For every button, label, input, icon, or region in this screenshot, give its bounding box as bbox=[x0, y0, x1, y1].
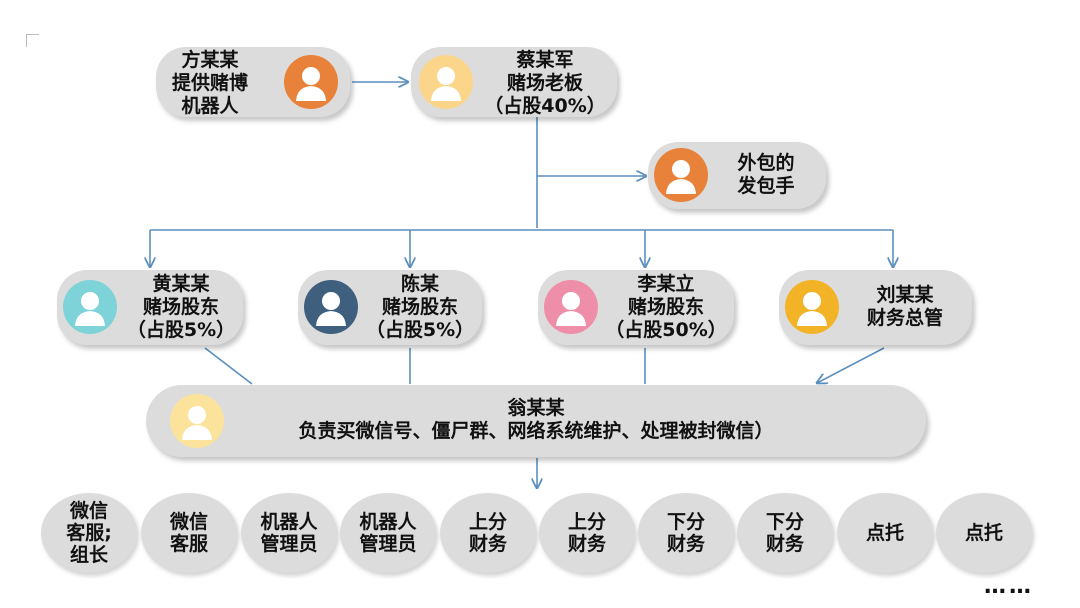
person-avatar-icon bbox=[170, 394, 224, 448]
text-line: 提供赌博 bbox=[171, 72, 248, 94]
staff-circle: 上分 财务 bbox=[440, 493, 536, 573]
text-line: 发包手 bbox=[737, 175, 795, 197]
staff-circle: 下分 财务 bbox=[638, 493, 734, 573]
text-line: 赌场老板 bbox=[506, 72, 583, 94]
node-label: 李某立 赌场股东 （占股50%） bbox=[600, 273, 732, 342]
text-line: 组长 bbox=[69, 544, 108, 566]
text-line: 翁某某 bbox=[507, 397, 565, 419]
text-line: 管理员 bbox=[359, 533, 417, 555]
staff-circle: 点托 bbox=[837, 493, 933, 573]
staff-circle: 机器人 管理员 bbox=[241, 493, 337, 573]
text-line: 赌场股东 bbox=[142, 296, 219, 318]
person-avatar-icon bbox=[63, 280, 117, 334]
node-shareholder-huang: 黄某某 赌场股东 （占股5%） bbox=[57, 270, 243, 345]
text-line: 管理员 bbox=[260, 533, 318, 555]
text-line: 上分 bbox=[468, 511, 507, 533]
line-huang-to-weng bbox=[204, 347, 253, 385]
arrow-liu-to-weng bbox=[817, 347, 885, 383]
text-line: 上分 bbox=[567, 511, 606, 533]
node-label: 陈某 赌场股东 （占股5%） bbox=[360, 273, 480, 342]
node-finance-liu: 刘某某 财务总管 bbox=[779, 270, 972, 345]
text-line: 机器人 bbox=[260, 511, 318, 533]
person-silhouette bbox=[296, 67, 326, 101]
more-ellipsis: …… bbox=[984, 574, 1034, 599]
node-outsource-label: 外包的 发包手 bbox=[714, 152, 818, 198]
text-line: 刘某某 bbox=[876, 284, 934, 306]
person-avatar-icon bbox=[419, 55, 473, 109]
text-line: （占股5%） bbox=[126, 319, 236, 341]
person-avatar-icon bbox=[284, 55, 338, 109]
text-line: 机器人 bbox=[181, 95, 239, 117]
text-line: 下分 bbox=[765, 511, 804, 533]
staff-circle: 下分 财务 bbox=[737, 493, 833, 573]
person-avatar-icon bbox=[654, 148, 708, 202]
node-weng-label: 翁某某 负责买微信号、僵尸群、网络系统维护、处理被封微信） bbox=[246, 397, 826, 443]
text-line: 方某某 bbox=[181, 49, 239, 71]
person-avatar-icon bbox=[304, 280, 358, 334]
text-line: 外包的 bbox=[737, 152, 795, 174]
node-label: 刘某某 财务总管 bbox=[845, 284, 965, 330]
staff-circle: 机器人 管理员 bbox=[340, 493, 436, 573]
text-line: 财务总管 bbox=[866, 307, 943, 329]
text-line: 客服; bbox=[66, 522, 112, 544]
text-line: （占股5%） bbox=[365, 319, 475, 341]
text-line: 微信 bbox=[169, 511, 208, 533]
text-line: 点托 bbox=[865, 522, 904, 544]
corner-mark bbox=[26, 34, 39, 47]
text-line: 下分 bbox=[666, 511, 705, 533]
staff-circle: 微信 客服; 组长 bbox=[41, 493, 137, 573]
text-line: 陈某 bbox=[400, 273, 439, 295]
text-line: 微信 bbox=[69, 500, 108, 522]
node-outsource: 外包的 发包手 bbox=[648, 142, 826, 209]
person-silhouette bbox=[556, 292, 586, 326]
person-silhouette bbox=[316, 292, 346, 326]
text-line: 客服 bbox=[169, 533, 208, 555]
text-line: 赌场股东 bbox=[381, 296, 458, 318]
text-line: 赌场股东 bbox=[627, 296, 704, 318]
text-line: 黄某某 bbox=[152, 273, 210, 295]
text-line: 财务 bbox=[567, 533, 606, 555]
node-fang: 方某某 提供赌博 机器人 bbox=[156, 47, 350, 117]
person-avatar-icon bbox=[544, 280, 598, 334]
person-avatar-icon bbox=[785, 280, 839, 334]
person-silhouette bbox=[797, 292, 827, 326]
text-line: 李某立 bbox=[637, 273, 695, 295]
staff-circle: 微信 客服 bbox=[141, 493, 237, 573]
text-line: 机器人 bbox=[359, 511, 417, 533]
person-silhouette bbox=[666, 160, 696, 194]
person-silhouette bbox=[431, 67, 461, 101]
staff-circle: 上分 财务 bbox=[539, 493, 635, 573]
node-fang-label: 方某某 提供赌博 机器人 bbox=[158, 49, 262, 118]
text-line: （占股50%） bbox=[605, 319, 727, 341]
node-cai: 蔡某军 赌场老板 （占股40%） bbox=[411, 47, 617, 117]
text-line: 负责买微信号、僵尸群、网络系统维护、处理被封微信） bbox=[298, 420, 774, 442]
node-shareholder-li: 李某立 赌场股东 （占股50%） bbox=[538, 270, 734, 345]
text-line: 财务 bbox=[765, 533, 804, 555]
person-silhouette bbox=[75, 292, 105, 326]
text-line: 蔡某军 bbox=[516, 49, 574, 71]
node-label: 黄某某 赌场股东 （占股5%） bbox=[121, 273, 241, 342]
text-line: 财务 bbox=[666, 533, 705, 555]
node-weng: 翁某某 负责买微信号、僵尸群、网络系统维护、处理被封微信） bbox=[146, 385, 926, 457]
node-shareholder-chen: 陈某 赌场股东 （占股5%） bbox=[298, 270, 482, 345]
staff-circle: 点托 bbox=[936, 493, 1032, 573]
node-cai-label: 蔡某军 赌场老板 （占股40%） bbox=[477, 49, 613, 118]
text-line: 点托 bbox=[964, 522, 1003, 544]
person-silhouette bbox=[182, 406, 212, 440]
text-line: （占股40%） bbox=[484, 95, 606, 117]
text-line: 财务 bbox=[468, 533, 507, 555]
